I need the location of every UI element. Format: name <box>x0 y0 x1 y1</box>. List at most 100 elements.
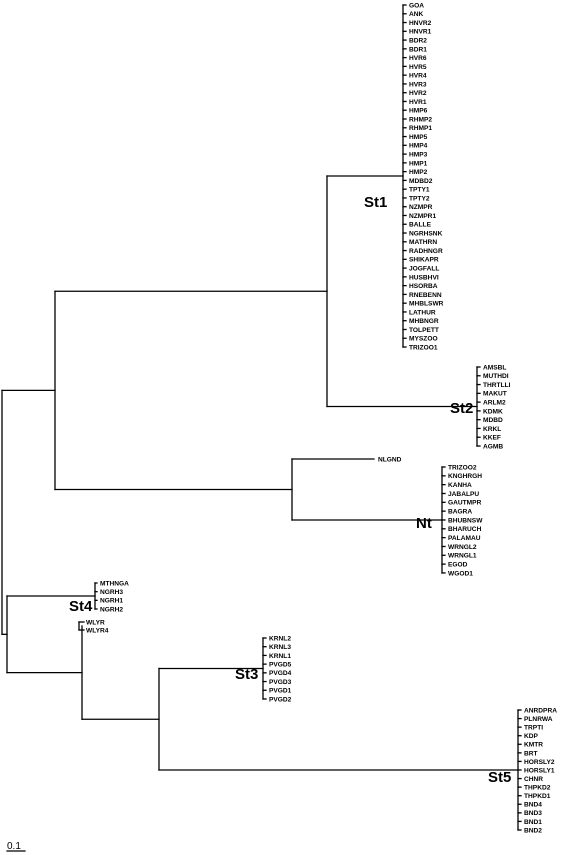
leaf-label: KRKL <box>483 426 501 433</box>
leaf-label: HVR6 <box>409 55 427 62</box>
leaf-label: CHNR <box>524 776 543 783</box>
leaf-label: LATHUR <box>409 309 436 316</box>
leaf-label: THRTLLI <box>483 382 511 389</box>
leaf-label: RHMP1 <box>409 125 432 132</box>
leaf-label: WLYR <box>86 619 105 626</box>
leaf-label: KDMK <box>483 408 503 415</box>
leaf-label: BND2 <box>524 827 542 834</box>
leaf-label: WGOD1 <box>448 570 473 577</box>
leaf-label: HNVR1 <box>409 29 432 36</box>
leaf-label: NLGND <box>378 456 402 463</box>
leaf-label: HMP4 <box>409 143 428 150</box>
clade-label-st4: St4 <box>69 598 93 615</box>
leaf-label: MATHRN <box>409 239 437 246</box>
leaf-label: THPKD2 <box>524 785 551 792</box>
leaf-label: RADHNGR <box>409 248 443 255</box>
leaf-label: KRNL3 <box>269 644 291 651</box>
leaf-label: MHBNGR <box>409 318 439 325</box>
clade-label-st1: St1 <box>364 194 387 211</box>
leaf-label: BHARUCH <box>448 526 482 533</box>
leaf-label: KKEF <box>483 435 501 442</box>
leaf-label: PVGD3 <box>269 679 292 686</box>
leaf-label: TPTY1 <box>409 187 430 194</box>
leaf-label: NGRH1 <box>100 598 123 605</box>
leaf-label: BND3 <box>524 810 542 817</box>
leaf-label: JOGFALL <box>409 266 439 273</box>
leaf-label: GOA <box>409 2 424 9</box>
leaf-label: HVR3 <box>409 81 427 88</box>
leaf-label: EGOD <box>448 562 468 569</box>
leaf-label: BDR2 <box>409 37 427 44</box>
leaf-label: BRT <box>524 750 538 757</box>
leaf-label: PLNRWA <box>524 716 553 723</box>
leaf-label: BALLE <box>409 222 432 229</box>
leaf-label: TOLPETT <box>409 327 439 334</box>
leaf-label: PVGD4 <box>269 670 292 677</box>
leaf-label: HSORBA <box>409 283 438 290</box>
clade-label-st2: St2 <box>450 400 473 417</box>
leaf-label: TRIZOO2 <box>448 464 477 471</box>
leaf-label: BDR1 <box>409 46 427 53</box>
leaf-label: HMP5 <box>409 134 428 141</box>
leaf-label: NGRH3 <box>100 589 123 596</box>
leaf-label: GAUTMPR <box>448 500 482 507</box>
leaf-label: HNVR2 <box>409 20 432 27</box>
clade-label-nt: Nt <box>416 515 432 532</box>
scale-bar-label: 0.1 <box>7 841 21 852</box>
leaf-label: MUTHDI <box>483 373 509 380</box>
leaf-label: KMTR <box>524 742 543 749</box>
leaf-label: PVGD5 <box>269 662 292 669</box>
leaf-label: HMP6 <box>409 108 428 115</box>
leaf-label: WLYR4 <box>86 627 109 634</box>
leaf-label: TRPTI <box>524 725 543 732</box>
leaf-label: KANHA <box>448 482 472 489</box>
leaf-label: BHUBNSW <box>448 517 483 524</box>
leaf-label: MTHNGA <box>100 580 129 587</box>
leaf-label: MDBD2 <box>409 178 433 185</box>
leaf-label: KDP <box>524 733 539 740</box>
leaf-label: SHIKAPR <box>409 257 439 264</box>
leaf-label: BAGRA <box>448 509 472 516</box>
leaf-label: PVGD2 <box>269 696 292 703</box>
leaf-label: HVR2 <box>409 90 427 97</box>
leaf-label: AGMB <box>483 443 503 450</box>
leaf-label: MHBLSWR <box>409 301 444 308</box>
clade-label-st3: St3 <box>235 666 258 683</box>
tree-branches <box>1 4 522 831</box>
leaf-label: MDBD <box>483 417 503 424</box>
leaf-label: TPTY2 <box>409 195 430 202</box>
leaf-label: MYSZOO <box>409 336 438 343</box>
leaf-label: HMP2 <box>409 169 428 176</box>
leaf-label: WRNGL1 <box>448 553 477 560</box>
leaf-label: BND1 <box>524 819 542 826</box>
leaf-label: AMSBL <box>483 364 506 371</box>
leaf-label: NZMPR <box>409 204 433 211</box>
leaf-label: HMP3 <box>409 151 428 158</box>
leaf-label: HORSLY2 <box>524 759 555 766</box>
leaf-label: TRIZOO1 <box>409 344 438 351</box>
leaf-label: WRNGL2 <box>448 544 477 551</box>
leaf-label: ANK <box>409 11 424 18</box>
clade-label-st5: St5 <box>488 769 511 786</box>
leaf-label: KNGHRGH <box>448 473 482 480</box>
leaf-label: HVR5 <box>409 64 427 71</box>
leaf-label: NZMPR1 <box>409 213 436 220</box>
leaf-label: PVGD1 <box>269 688 292 695</box>
leaf-label: ANRDPRA <box>524 707 557 714</box>
leaf-label: HMP1 <box>409 160 428 167</box>
leaf-label: KRNL1 <box>269 653 291 660</box>
leaf-label: HVR4 <box>409 73 427 80</box>
leaf-label: MAKUT <box>483 391 507 398</box>
leaf-label: BND4 <box>524 802 542 809</box>
leaf-label: HUSBHVI <box>409 274 439 281</box>
tree-leaf-labels: GOA ANK HNVR2HNVR1BDR2BDR1HVR6HVR5HVR4HVR3… <box>86 2 557 834</box>
leaf-label: RNEBENN <box>409 292 442 299</box>
leaf-label: PALAMAU <box>448 535 481 542</box>
leaf-label: HVR1 <box>409 99 427 106</box>
leaf-label: JABALPU <box>448 491 479 498</box>
leaf-label: THPKD1 <box>524 793 551 800</box>
leaf-label: NGRHSNK <box>409 230 443 237</box>
leaf-label: ARLM2 <box>483 400 506 407</box>
leaf-label: NGRH2 <box>100 606 123 613</box>
